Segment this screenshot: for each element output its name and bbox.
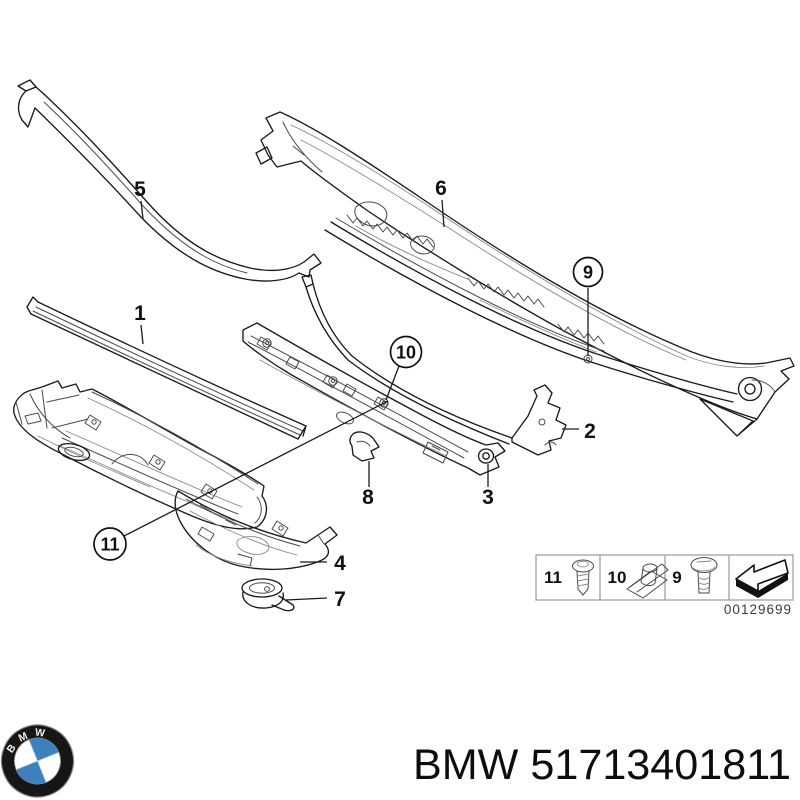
part-5-seal-strip [17,79,322,282]
callout-11: 11 [100,535,119,555]
legend-label-9: 9 [672,568,681,587]
callout-9: 9 [583,263,593,283]
callout-labels: 5 1 6 2 8 3 4 7 9 10 11 [93,177,604,611]
callout-3: 3 [482,486,494,509]
pan-head-screw-icon [572,559,594,596]
part-8-clip [349,431,380,462]
legend-label-10: 10 [608,568,627,587]
part-10-mounting-rail [242,322,506,476]
callout-circle-11 [93,527,127,561]
legend-label-11: 11 [544,568,562,587]
callout-circle-10 [389,335,423,369]
part-7-grommet [241,578,295,612]
fastener-legend: 11 10 9 [535,554,794,601]
callout-10: 10 [396,343,416,363]
diagram-image-number: 00129699 [724,602,792,617]
part-2-rail [301,274,567,456]
part-4-lower-shell [174,490,338,571]
callout-7: 7 [334,588,346,611]
self-tapping-screw-icon [690,557,718,594]
part-11-firewall-tray [13,380,268,530]
callout-circle-9 [572,256,604,288]
callout-2: 2 [584,420,596,443]
callout-6: 6 [435,177,447,200]
part-number-title: BMW 51713401811 [413,741,791,789]
direction-arrow-icon [735,559,789,598]
part-1-strip [26,296,307,440]
callout-1: 1 [134,302,146,325]
bmw-logo: BMW [0,720,75,798]
sheet-metal-nut-icon [626,563,669,599]
callout-5: 5 [134,178,146,201]
callout-4: 4 [334,552,346,575]
callout-8: 8 [362,486,374,509]
part-6-cowl-panel [255,111,795,437]
leader-lines [123,199,589,601]
